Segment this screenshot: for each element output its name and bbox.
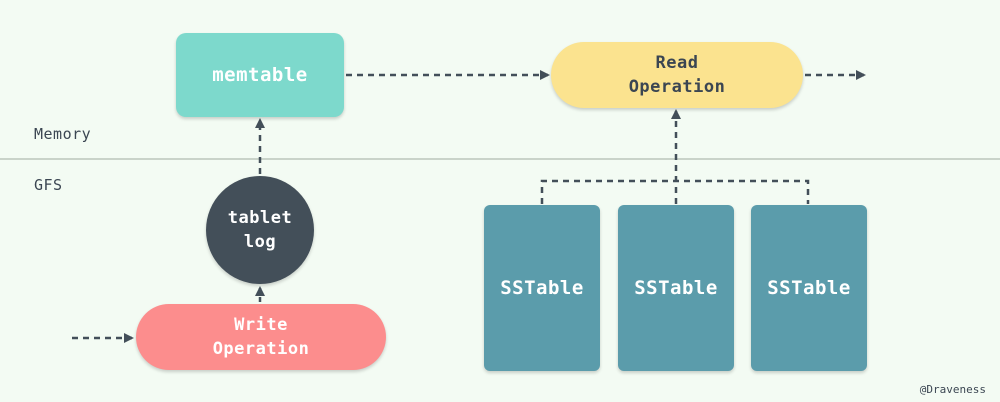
tablet-log-node: tablet log xyxy=(206,176,314,284)
sstable-node-2: SSTable xyxy=(618,205,734,371)
memtable-node: memtable xyxy=(176,33,344,117)
sstable-node-3: SSTable xyxy=(751,205,867,371)
write-operation-node: Write Operation xyxy=(136,304,386,370)
gfs-zone-label: GFS xyxy=(34,176,63,194)
memory-zone-label: Memory xyxy=(34,125,92,143)
author-watermark: @Draveness xyxy=(919,383,986,396)
sstable-node-1: SSTable xyxy=(484,205,600,371)
read-operation-node: Read Operation xyxy=(551,42,803,108)
